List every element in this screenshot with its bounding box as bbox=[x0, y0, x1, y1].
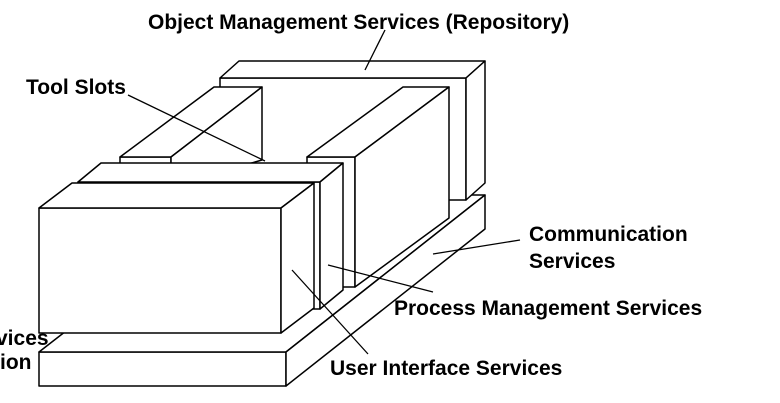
process-management-leader bbox=[327, 264, 434, 293]
communication-label-line1: Communication bbox=[529, 223, 688, 246]
tool-slots-leader bbox=[127, 94, 266, 162]
communication-label-line2: Services bbox=[529, 250, 615, 273]
user-interface-leader bbox=[291, 269, 369, 355]
communication-leader bbox=[432, 239, 521, 255]
user-interface-label: User Interface Services bbox=[330, 357, 562, 380]
left-cut-label-line1: vices bbox=[0, 327, 49, 350]
repository-leader bbox=[364, 29, 386, 71]
process-management-label: Process Management Services bbox=[394, 297, 702, 320]
user-interface-block bbox=[38, 182, 315, 334]
tool-slots-label: Tool Slots bbox=[26, 76, 126, 99]
object-management-label: Object Management Services (Repository) bbox=[148, 11, 569, 34]
left-cut-label-line2: ion bbox=[0, 351, 32, 374]
